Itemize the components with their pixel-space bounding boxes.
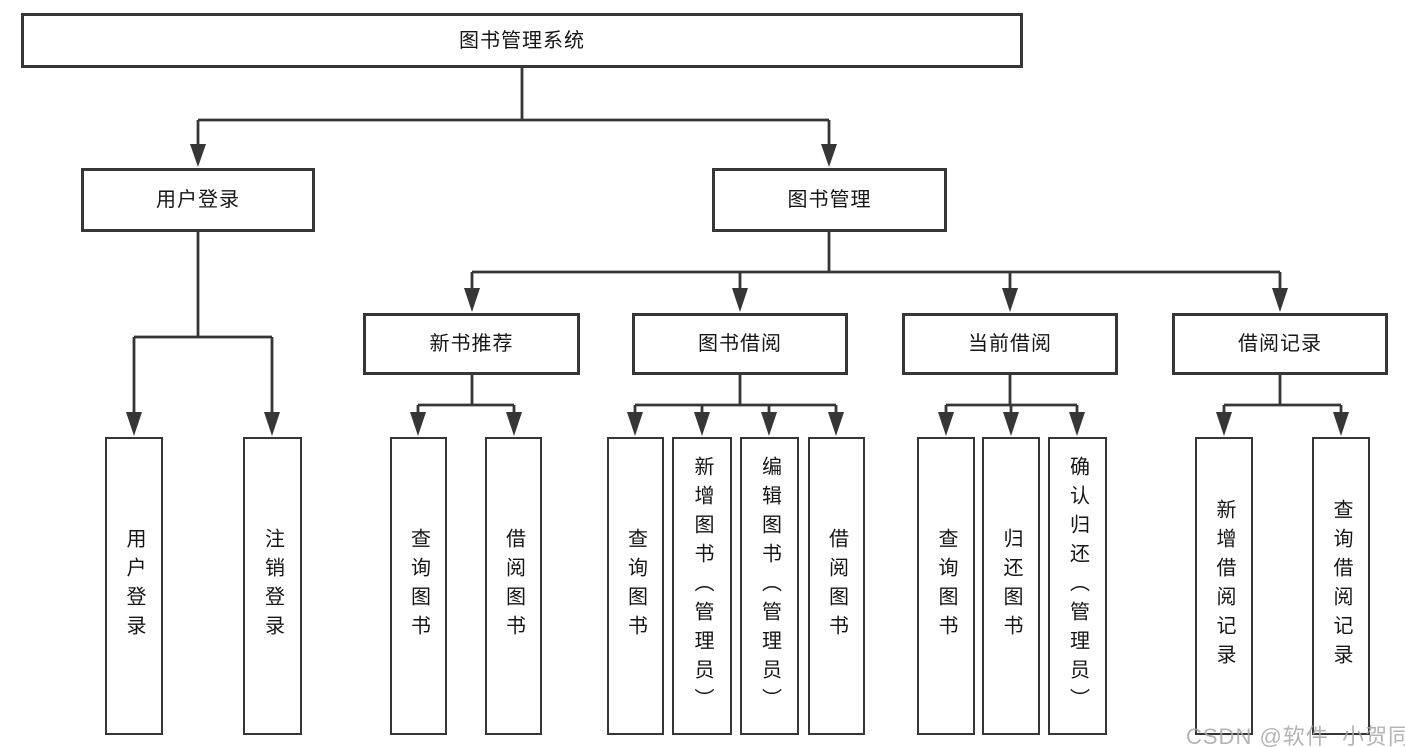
connector-borrow-record-branch [1216,375,1349,436]
node-book-management: 图书管理 [712,168,947,232]
node-borrowing-records-label: 借阅记录 [1238,333,1322,355]
connector-current-borrow-branch [938,375,1085,436]
node-user-login: 用户登录 [81,168,315,232]
node-root-library-system: 图书管理系统 [21,13,1023,68]
node-book-borrowing-label: 图书借阅 [698,333,782,355]
node-root-label: 图书管理系统 [459,29,585,52]
leaf-borrow-books-borrowing-label: 借阅图书 [825,528,848,644]
leaf-query-borrow-record: 查询借阅记录 [1312,437,1370,735]
leaf-user-login-label: 用户登录 [123,528,145,644]
node-current-borrowing: 当前借阅 [902,313,1118,375]
leaf-user-login: 用户登录 [105,437,163,735]
node-new-book-recommend-label: 新书推荐 [429,333,514,355]
node-book-management-label: 图书管理 [787,189,872,211]
leaf-return-books-label: 归还图书 [1000,528,1022,644]
leaf-add-borrow-record: 新增借阅记录 [1195,437,1253,735]
node-new-book-recommend: 新书推荐 [363,313,580,375]
leaf-borrow-books-recommend-label: 借阅图书 [502,528,525,644]
connector-user-login-branch [126,232,280,436]
leaf-add-books-admin-label: 新增图书（管理员） [691,455,713,717]
leaf-logout-label: 注销登录 [261,528,284,644]
leaf-edit-books-admin: 编辑图书（管理员） [740,437,799,735]
connector-root-to-level2 [190,68,837,167]
leaf-query-books-recommend-label: 查询图书 [407,528,430,644]
leaf-query-books-borrowing-label: 查询图书 [624,528,647,644]
leaf-borrow-books-borrowing: 借阅图书 [808,437,865,735]
leaf-logout: 注销登录 [243,437,302,735]
node-book-borrowing: 图书借阅 [632,313,848,375]
leaf-query-books-borrowing: 查询图书 [607,437,664,735]
leaf-query-books-recommend: 查询图书 [390,437,447,735]
leaf-confirm-return-admin-label: 确认归还（管理员） [1066,455,1089,717]
leaf-add-books-admin: 新增图书（管理员） [672,437,732,735]
connector-book-borrow-branch [627,375,844,436]
leaf-query-books-current-label: 查询图书 [935,528,957,644]
connector-book-management-branch [464,232,1288,312]
leaf-edit-books-admin-label: 编辑图书（管理员） [758,455,781,717]
leaf-query-books-current: 查询图书 [917,437,975,735]
leaf-add-borrow-record-label: 新增借阅记录 [1213,499,1235,673]
csdn-watermark: CSDN @软件_小贺同学 [1186,724,1405,747]
node-borrowing-records: 借阅记录 [1172,313,1388,375]
node-user-login-label: 用户登录 [156,189,240,211]
leaf-query-borrow-record-label: 查询借阅记录 [1330,499,1352,673]
leaf-borrow-books-recommend: 借阅图书 [485,437,542,735]
connector-new-book-branch [410,375,522,436]
node-current-borrowing-label: 当前借阅 [968,333,1052,355]
leaf-return-books: 归还图书 [982,437,1040,735]
leaf-confirm-return-admin: 确认归还（管理员） [1048,437,1107,735]
